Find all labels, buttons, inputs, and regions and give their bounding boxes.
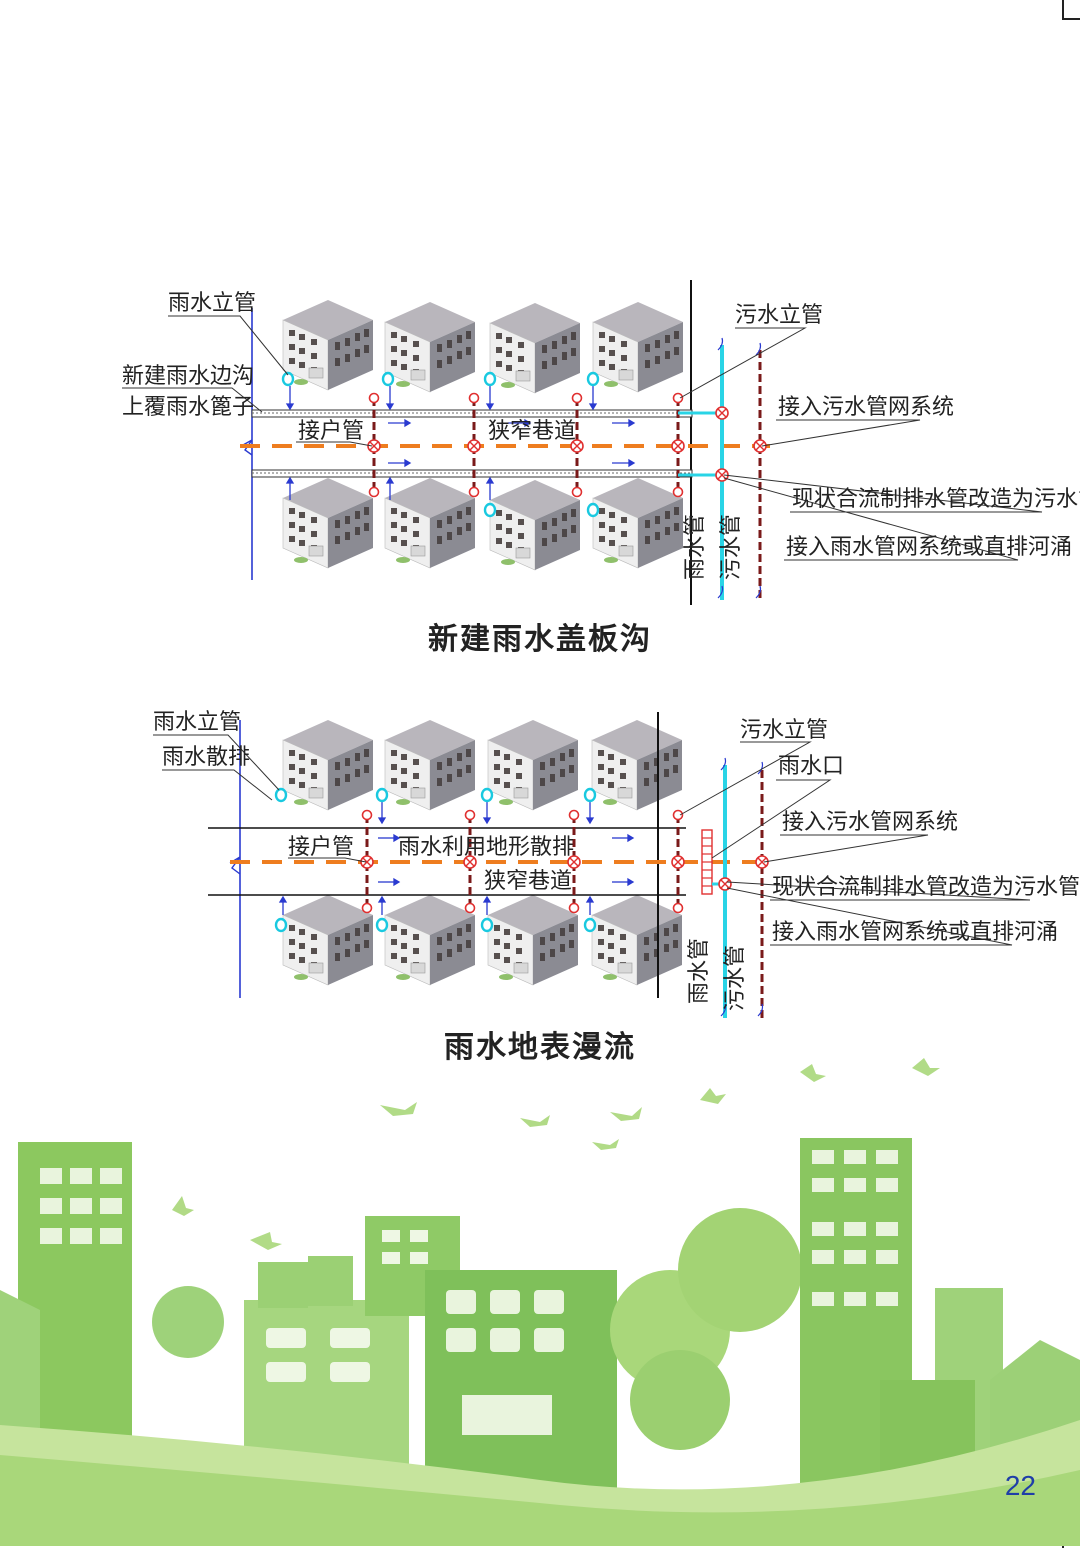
caption-diagram-2: 雨水地表漫流 [444, 1030, 636, 1065]
label-rain-inlet-2: 雨水口 [778, 754, 844, 779]
label-sewage-pipe-1: 污水管 [719, 514, 744, 580]
label-narrow-alley-1: 狭窄巷道 [488, 419, 576, 444]
label-connect-rain-2: 接入雨水管网系统或直排河涌 [772, 920, 1058, 945]
buildings-bottom-row [282, 477, 684, 571]
label-rain-riser-2: 雨水立管 [153, 710, 241, 735]
label-connect-sewage-2: 接入污水管网系统 [782, 810, 958, 835]
rain-inlet-grate [701, 829, 713, 895]
label-rain-pipe-1: 雨水管 [683, 514, 708, 580]
label-sewage-riser-1: 污水立管 [735, 303, 823, 328]
city-illustration [0, 1058, 1080, 1546]
caption-diagram-1: 新建雨水盖板沟 [428, 622, 652, 657]
label-new-ditch-line2: 上覆雨水篦子 [122, 395, 254, 420]
diagram-2: 雨水立管 雨水散排 接户管 雨水利用地形散排 狭窄巷道 污水立管 雨水口 接入污… [153, 710, 1080, 1018]
page-number: 22 [1004, 1470, 1036, 1501]
label-terrain-use-2: 雨水利用地形散排 [398, 835, 574, 860]
label-narrow-alley-2: 狭窄巷道 [484, 869, 572, 894]
crop-mark-top-right [1062, 0, 1080, 20]
label-rain-scatter-2: 雨水散排 [162, 745, 250, 770]
label-sewage-riser-2: 污水立管 [740, 718, 828, 743]
label-rain-riser-1: 雨水立管 [168, 291, 256, 316]
birds [172, 1058, 940, 1250]
label-connect-rain-1: 接入雨水管网系统或直排河涌 [786, 535, 1072, 560]
label-connect-sewage-1: 接入污水管网系统 [778, 395, 954, 420]
label-retrofit-1: 现状合流制排水管改造为污水管 [792, 487, 1080, 512]
label-sewage-pipe-2: 污水管 [723, 945, 748, 1011]
label-house-pipe-1: 接户管 [298, 419, 364, 444]
buildings-bottom-row-2 [282, 894, 683, 986]
buildings-top-row [282, 299, 684, 394]
label-rain-pipe-2: 雨水管 [687, 938, 712, 1004]
label-house-pipe-2: 接户管 [288, 835, 354, 860]
diagram-1: 雨水立管 新建雨水边沟 上覆雨水篦子 接户管 狭窄巷道 污水立管 接入污水管网系… [122, 280, 1080, 605]
label-retrofit-2: 现状合流制排水管改造为污水管 [772, 875, 1080, 900]
label-new-ditch-line1: 新建雨水边沟 [122, 364, 254, 389]
